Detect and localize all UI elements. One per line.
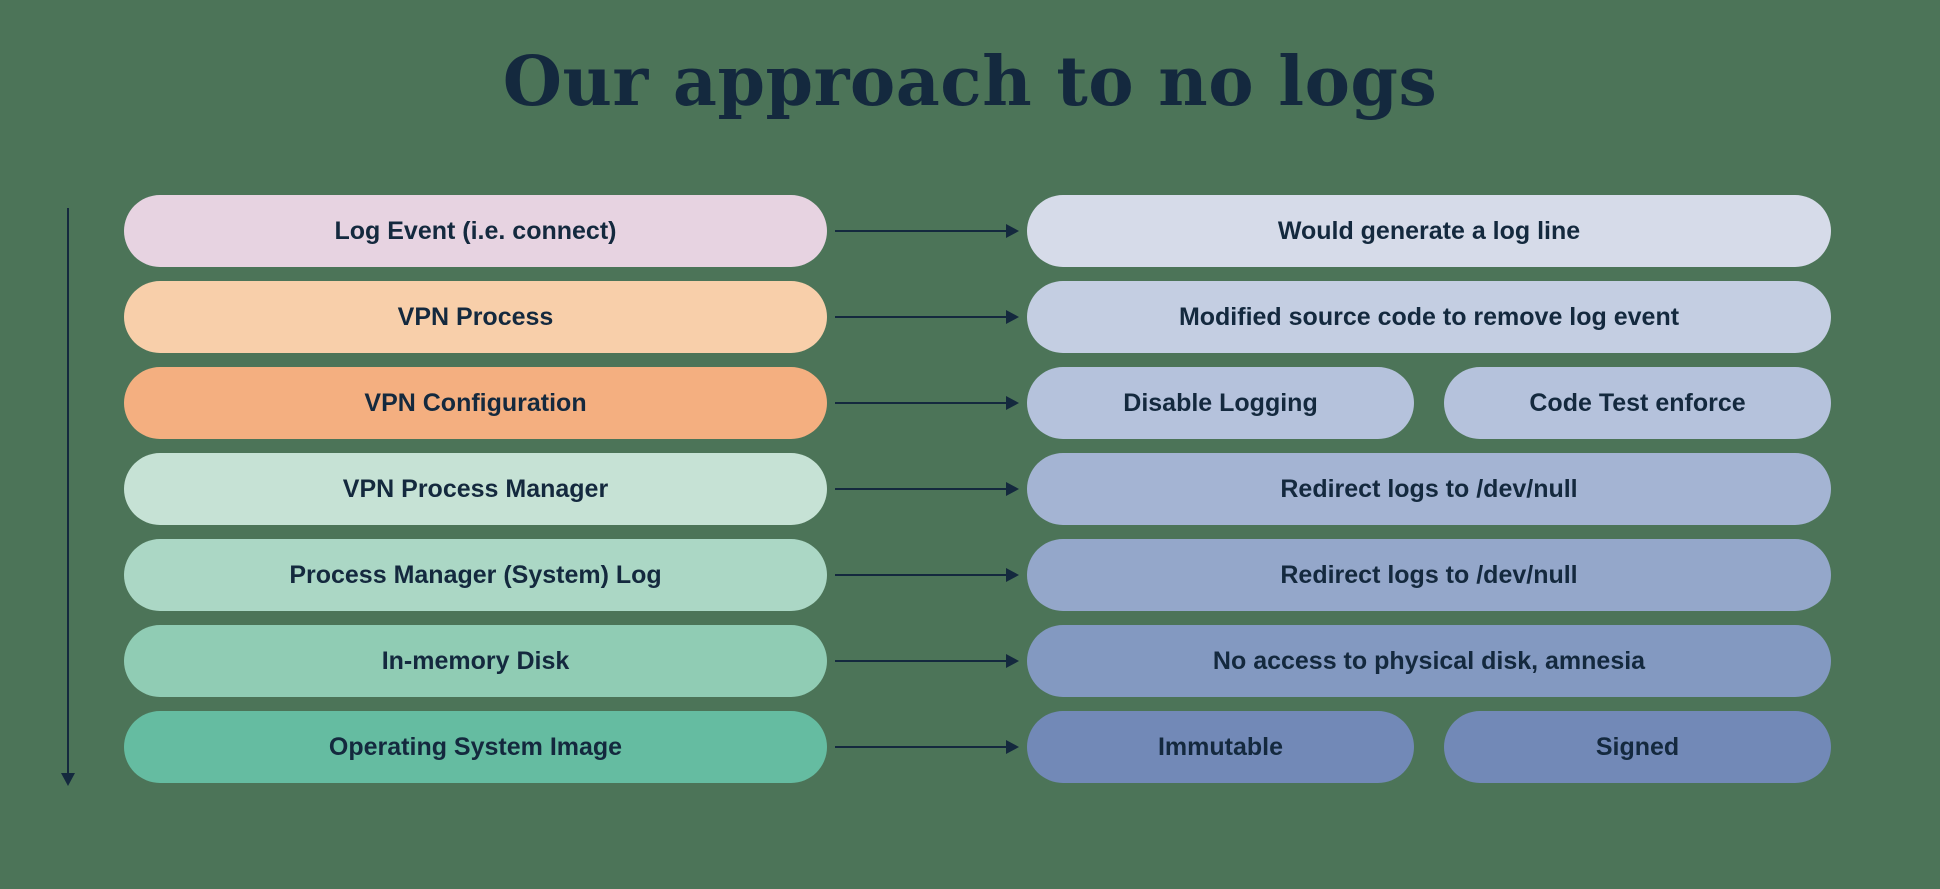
right-arrow-icon	[835, 310, 1019, 324]
source-node-label: VPN Process Manager	[342, 474, 609, 503]
source-node-pill: VPN Configuration	[124, 367, 827, 439]
target-node-label: Code Test enforce	[1529, 388, 1746, 417]
right-arrow-icon	[835, 482, 1019, 496]
target-node-pill: Modified source code to remove log event	[1027, 281, 1831, 353]
target-node-group: No access to physical disk, amnesia	[1027, 625, 1831, 697]
target-node-label: Modified source code to remove log event	[1178, 302, 1680, 331]
diagram-row: Process Manager (System) Log Redirect log…	[124, 539, 1831, 611]
arrow-zone	[827, 224, 1027, 238]
source-node-label: Log Event (i.e. connect)	[334, 216, 617, 245]
right-arrow-icon	[835, 654, 1019, 668]
right-arrow-shaft	[835, 745, 1006, 749]
target-node-label: Disable Logging	[1123, 388, 1318, 417]
target-node-pill: Disable Logging	[1027, 367, 1414, 439]
target-node-group: Redirect logs to /dev/null	[1027, 539, 1831, 611]
target-node-label: Immutable	[1157, 732, 1284, 761]
page-title: Our approach to no logs	[502, 42, 1438, 122]
target-node-pill: Signed	[1444, 711, 1831, 783]
target-node-pill: Would generate a log line	[1027, 195, 1831, 267]
right-arrow-icon	[835, 740, 1019, 754]
right-arrow-head	[1006, 654, 1019, 668]
diagram-row: Log Event (i.e. connect) Would generate a…	[124, 195, 1831, 267]
right-arrow-shaft	[835, 229, 1006, 233]
source-node-pill: VPN Process Manager	[124, 453, 827, 525]
diagram-row: VPN Process Modified source code to remov…	[124, 281, 1831, 353]
arrow-zone	[827, 568, 1027, 582]
source-node-label: Operating System Image	[328, 732, 623, 761]
target-node-group: Disable Logging Code Test enforce	[1027, 367, 1831, 439]
target-node-group: Modified source code to remove log event	[1027, 281, 1831, 353]
target-node-label: Redirect logs to /dev/null	[1280, 560, 1578, 589]
right-arrow-icon	[835, 568, 1019, 582]
source-node-pill: Operating System Image	[124, 711, 827, 783]
arrow-zone	[827, 310, 1027, 324]
arrow-zone	[827, 482, 1027, 496]
arrow-zone	[827, 740, 1027, 754]
right-arrow-shaft	[835, 573, 1006, 577]
source-node-label: Process Manager (System) Log	[289, 560, 662, 589]
target-node-group: Redirect logs to /dev/null	[1027, 453, 1831, 525]
source-node-label: VPN Process	[397, 302, 554, 331]
target-node-pill: No access to physical disk, amnesia	[1027, 625, 1831, 697]
source-node-pill: VPN Process	[124, 281, 827, 353]
right-arrow-icon	[835, 224, 1019, 238]
right-arrow-head	[1006, 482, 1019, 496]
right-arrow-shaft	[835, 401, 1006, 405]
down-arrow-shaft	[66, 208, 70, 773]
diagram-row: In-memory Disk No access to physical disk…	[124, 625, 1831, 697]
arrow-zone	[827, 396, 1027, 410]
target-node-pill: Immutable	[1027, 711, 1414, 783]
target-node-label: Would generate a log line	[1277, 216, 1581, 245]
target-node-label: Signed	[1595, 732, 1680, 761]
down-arrow-icon	[58, 208, 78, 786]
source-node-pill: In-memory Disk	[124, 625, 827, 697]
right-arrow-icon	[835, 396, 1019, 410]
target-node-pill: Code Test enforce	[1444, 367, 1831, 439]
source-node-pill: Process Manager (System) Log	[124, 539, 827, 611]
right-arrow-shaft	[835, 659, 1006, 663]
diagram-row: VPN Configuration Disable Logging Code Tes…	[124, 367, 1831, 439]
target-node-group: Would generate a log line	[1027, 195, 1831, 267]
right-arrow-shaft	[835, 487, 1006, 491]
right-arrow-head	[1006, 224, 1019, 238]
right-arrow-shaft	[835, 315, 1006, 319]
down-arrow-head	[61, 773, 75, 786]
source-node-pill: Log Event (i.e. connect)	[124, 195, 827, 267]
target-node-label: Redirect logs to /dev/null	[1280, 474, 1578, 503]
right-arrow-head	[1006, 310, 1019, 324]
target-node-label: No access to physical disk, amnesia	[1212, 646, 1646, 675]
diagram-rows: Log Event (i.e. connect) Would generate a…	[124, 195, 1831, 783]
source-node-label: In-memory Disk	[381, 646, 570, 675]
diagram-row: VPN Process Manager Redirect logs to /dev…	[124, 453, 1831, 525]
target-node-pill: Redirect logs to /dev/null	[1027, 539, 1831, 611]
right-arrow-head	[1006, 740, 1019, 754]
source-node-label: VPN Configuration	[364, 388, 587, 417]
target-node-pill: Redirect logs to /dev/null	[1027, 453, 1831, 525]
target-node-group: Immutable Signed	[1027, 711, 1831, 783]
right-arrow-head	[1006, 568, 1019, 582]
right-arrow-head	[1006, 396, 1019, 410]
arrow-zone	[827, 654, 1027, 668]
diagram-row: Operating System Image Immutable Signed	[124, 711, 1831, 783]
